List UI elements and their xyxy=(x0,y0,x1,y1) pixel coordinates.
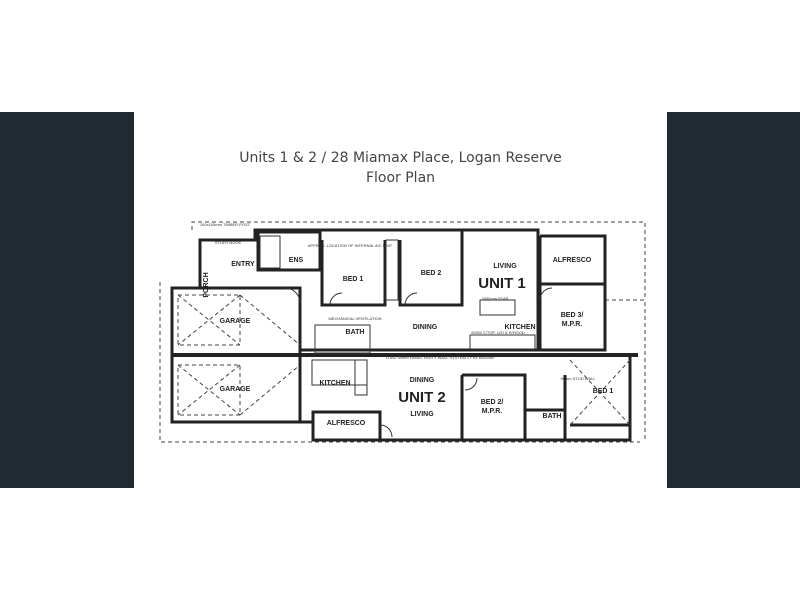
unit2-kitchen-label: KITCHEN xyxy=(319,380,350,387)
room-ens-label: ENS xyxy=(289,257,304,264)
unit1-name: UNIT 1 xyxy=(478,275,526,292)
room-porch-label: PORCH xyxy=(203,272,210,297)
plan-subtitle: Floor Plan xyxy=(365,170,436,186)
unit1-bed1-label: BED 1 xyxy=(343,276,364,283)
cooktop-note: 600W C/TOP, U/O & R/HOOD xyxy=(471,330,525,335)
plan-title: Units 1 & 2 / 28 Miamax Place, Logan Res… xyxy=(239,150,562,166)
ac-note: APPROX. LOCATION OF INTERNAL A/C UNIT xyxy=(308,243,393,248)
unit1-bed3-label-b: M.P.R. xyxy=(562,321,583,328)
room-entry-label: ENTRY xyxy=(231,261,255,268)
sink-note: 2000mm BTAR xyxy=(481,296,508,301)
floor-plan-image: Units 1 & 2 / 28 Miamax Place, Logan Res… xyxy=(134,112,667,488)
unit1-alfresco-label: ALFRESCO xyxy=(553,257,592,264)
unit1-garage-label: GARAGE xyxy=(220,318,251,325)
unit2-garage-label: GARAGE xyxy=(220,386,251,393)
timber-post-note: 100x100mm TIMBER POST xyxy=(200,222,251,227)
unit1-bed2-label: BED 2 xyxy=(421,270,442,277)
study-nook-label: STUDY NOOK xyxy=(215,240,242,245)
right-backdrop xyxy=(667,112,800,488)
unit1-bath-label: BATH xyxy=(346,329,365,336)
floor-plan-drawing: ENTRY PORCH STUDY NOOK ENS GARAGE BED 1 … xyxy=(159,221,646,443)
mech-ventilation-label: MECHANICAL VENTILATION xyxy=(328,316,381,321)
unit1-dining-label: DINING xyxy=(413,324,438,331)
unit2-name: UNIT 2 xyxy=(398,389,446,406)
unit2-bed2-label: BED 2/ xyxy=(481,399,504,406)
unit2-bath-label: BATH xyxy=(543,413,562,420)
stud-wall-note: 90mm STUD WALL xyxy=(561,376,597,381)
unit2-alfresco-label: ALFRESCO xyxy=(327,420,366,427)
left-backdrop xyxy=(0,112,134,488)
unit1-kitchen-label: KITCHEN xyxy=(504,324,535,331)
unit2-bed2-label-b: M.P.R. xyxy=(482,408,503,415)
unit2-bed1-label: BED 1 xyxy=(593,388,614,395)
unit2-living-label: LIVING xyxy=(410,411,434,418)
unit2-dining-label: DINING xyxy=(410,377,435,384)
unit1-bed3-label: BED 3/ xyxy=(561,312,584,319)
party-wall-note: LOAD 50mm PANEL PARTY WALL SYSTEM 2 FRL … xyxy=(386,355,495,360)
unit1-living-label: LIVING xyxy=(493,263,517,270)
